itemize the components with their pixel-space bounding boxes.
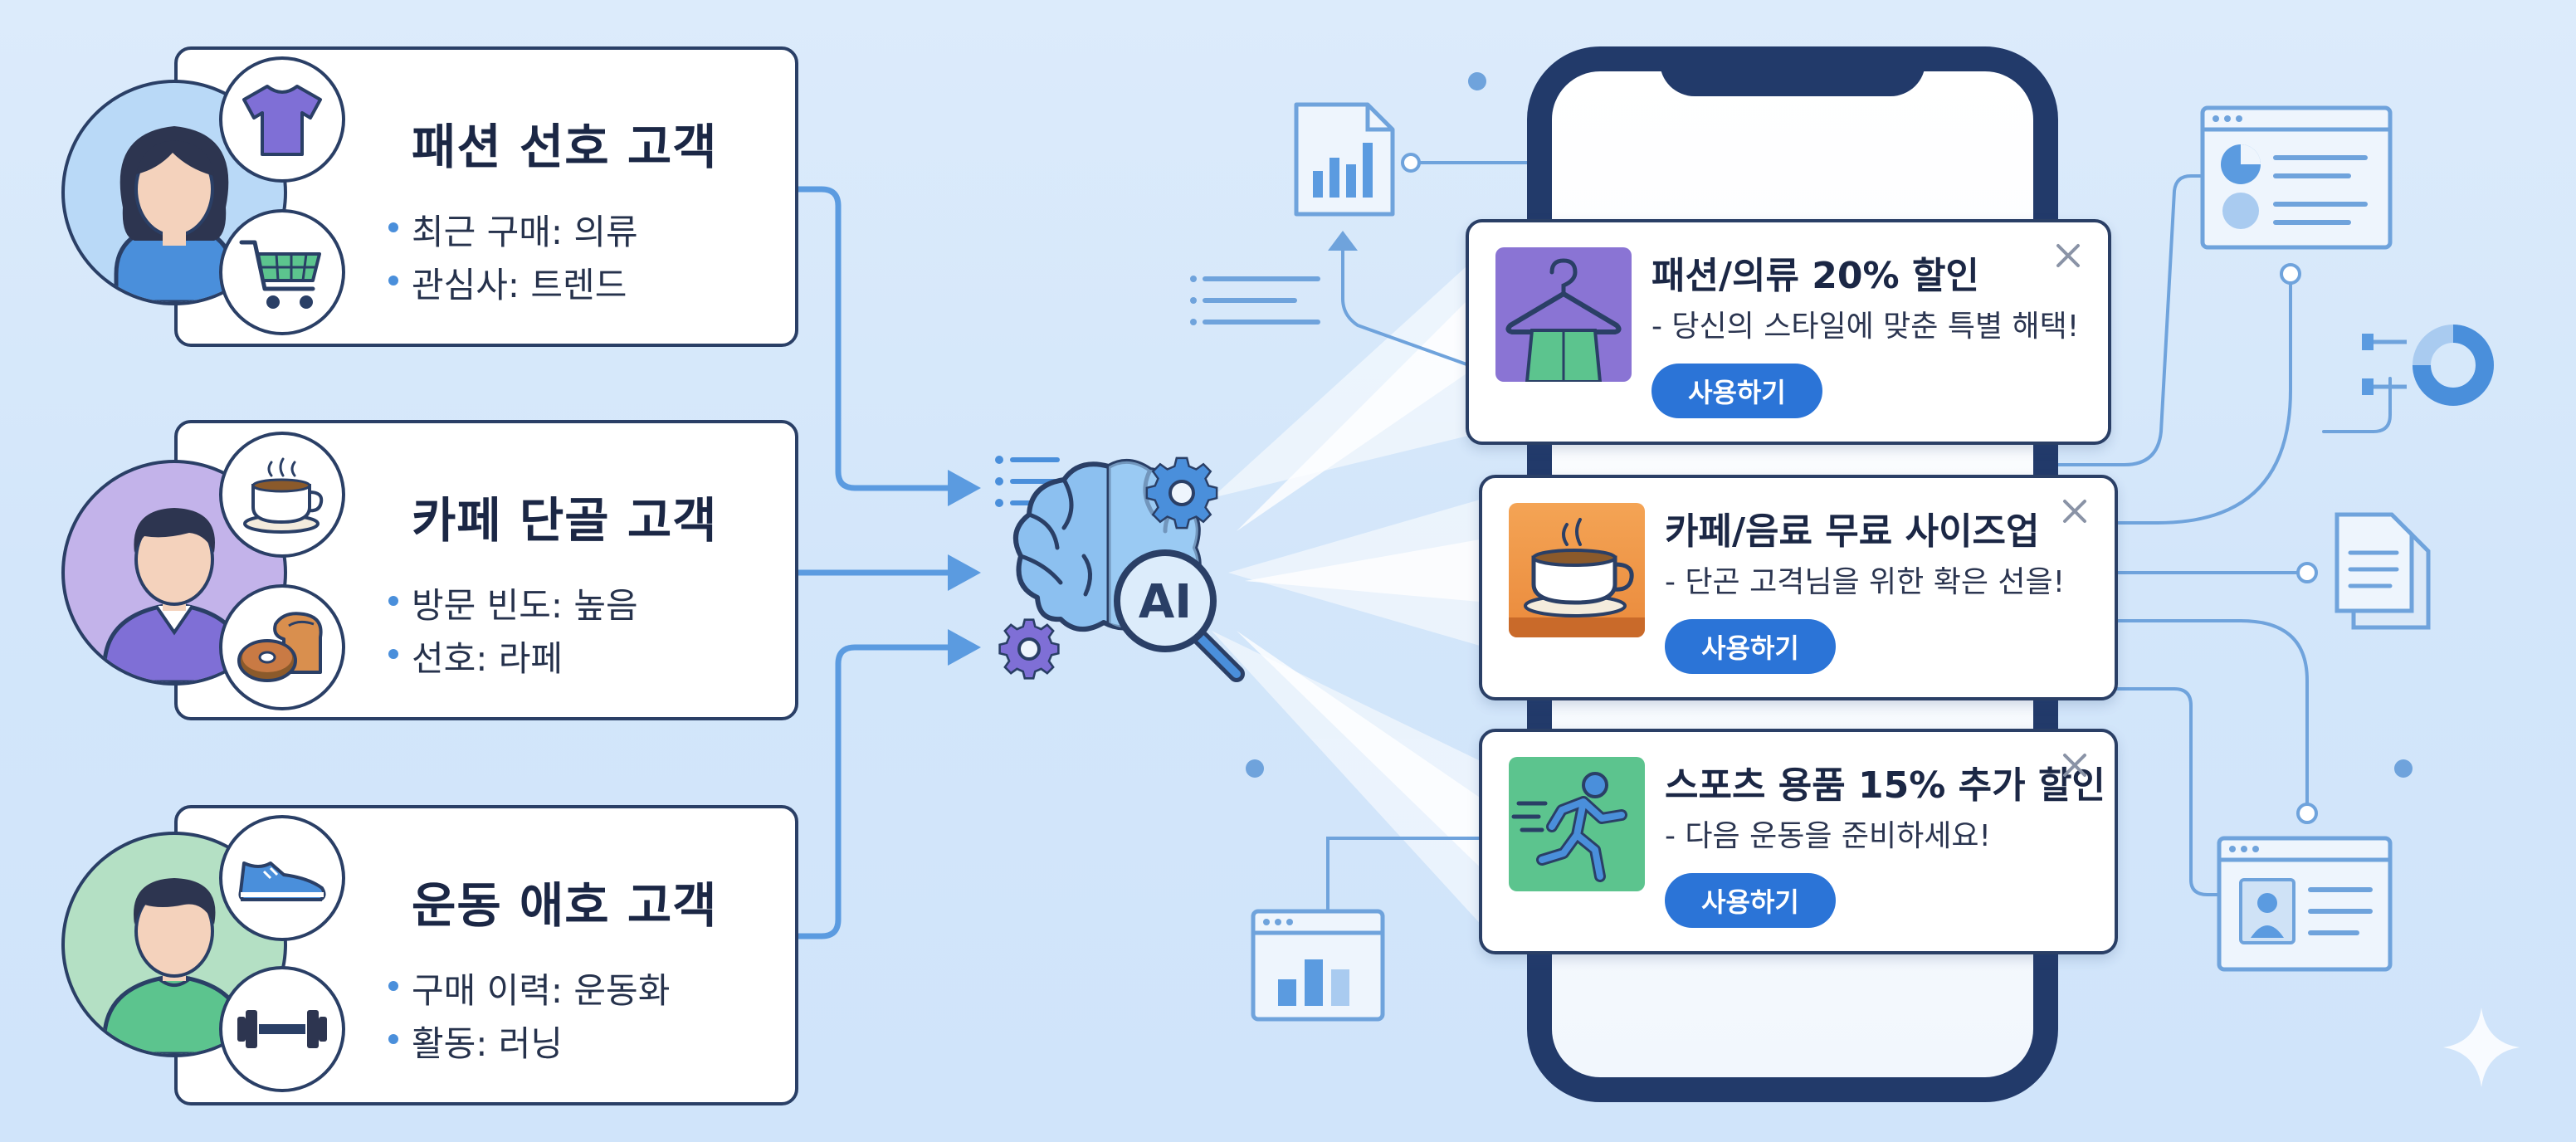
phone-notch <box>1660 46 1925 96</box>
use-offer-button[interactable]: 사용하기 <box>1665 873 1836 928</box>
customer-detail: 활동: 러닝 <box>388 1016 563 1066</box>
cart-badge <box>219 209 345 335</box>
offer-description: - 다음 운동을 준비하세요! <box>1665 819 1991 853</box>
offer-title: 스포츠 용품 15% 추가 할인 <box>1665 764 2105 807</box>
customer-title: 패션 선호 고객 <box>412 119 718 175</box>
customer-title: 운동 애호 고객 <box>412 877 718 934</box>
sparkle-icon <box>2443 1008 2520 1087</box>
brain-ai-icon <box>995 456 1245 682</box>
close-icon[interactable] <box>2058 495 2091 528</box>
coffee-cup-icon <box>243 457 324 534</box>
hanger-icon <box>1505 258 1622 382</box>
offer-title: 카페/음료 무료 사이즈업 <box>1665 510 2040 553</box>
customer-detail: 관심사: 트렌드 <box>388 257 627 308</box>
gear-icon <box>998 618 1060 680</box>
browser-window-icon <box>1251 909 1385 1022</box>
shopping-cart-icon <box>239 240 321 309</box>
customer-detail: 방문 빈도: 높음 <box>388 578 638 628</box>
offer-description: - 단곤 고격님을 위한 확은 선을! <box>1665 565 2066 599</box>
ai-label: AI <box>1138 575 1193 629</box>
dumbbell-badge <box>219 966 345 1092</box>
bread-badge <box>219 584 345 710</box>
customer-detail: 구매 이력: 운동화 <box>388 963 670 1013</box>
running-person-icon <box>1511 772 1627 882</box>
flow-line-sport <box>795 644 958 939</box>
customer-detail: 최근 구매: 의류 <box>388 204 638 255</box>
donut-chart-icon <box>2362 325 2494 406</box>
arrow-head-3 <box>948 629 981 666</box>
offer-card-cafe[interactable]: 카페/음료 무료 사이즈업 - 단곤 고격님을 위한 확은 선을! 사용하기 <box>1479 475 2118 700</box>
bread-donut-icon <box>237 612 323 682</box>
arrow-head-2 <box>948 554 981 591</box>
use-offer-button[interactable]: 사용하기 <box>1665 619 1836 674</box>
running-icon-tile <box>1509 757 1645 891</box>
tshirt-icon <box>242 85 322 156</box>
profile-card-icon <box>2217 836 2393 972</box>
offer-description: - 당신의 스타일에 맞춘 특별 해택! <box>1651 310 2080 344</box>
coffee-badge <box>219 432 345 558</box>
beam-3 <box>1212 631 1486 930</box>
use-offer-button[interactable]: 사용하기 <box>1651 364 1822 418</box>
offer-card-fashion[interactable]: 패션/의류 20% 할인 - 당신의 스타일에 맞춘 특별 해택! 사용하기 <box>1466 219 2111 445</box>
beam-1 <box>1212 249 1486 498</box>
close-icon[interactable] <box>2058 749 2091 782</box>
sneaker-badge <box>219 815 345 941</box>
document-icon <box>2334 512 2431 630</box>
gear-icon <box>1145 456 1218 530</box>
hanger-icon-tile <box>1495 247 1632 382</box>
arrow-head-1 <box>948 470 981 506</box>
sneaker-icon <box>238 861 326 901</box>
flow-line-fashion <box>795 186 958 491</box>
coffee-cup-icon <box>1509 518 1645 637</box>
offer-title: 패션/의류 20% 할인 <box>1651 255 1979 297</box>
close-icon[interactable] <box>2052 239 2085 272</box>
dumbbell-icon <box>237 1010 327 1048</box>
browser-window-icon <box>2200 105 2393 250</box>
customer-title: 카페 단골 고객 <box>412 492 718 549</box>
document-chart-icon <box>1294 102 1395 217</box>
magnifier-icon <box>1114 549 1245 682</box>
tshirt-badge <box>219 56 345 183</box>
offer-card-sport[interactable]: 스포츠 용품 15% 추가 할인 - 다음 운동을 준비하세요! 사용하기 <box>1479 729 2118 954</box>
coffee-icon-tile <box>1509 503 1645 637</box>
customer-detail: 선호: 라페 <box>388 631 563 681</box>
